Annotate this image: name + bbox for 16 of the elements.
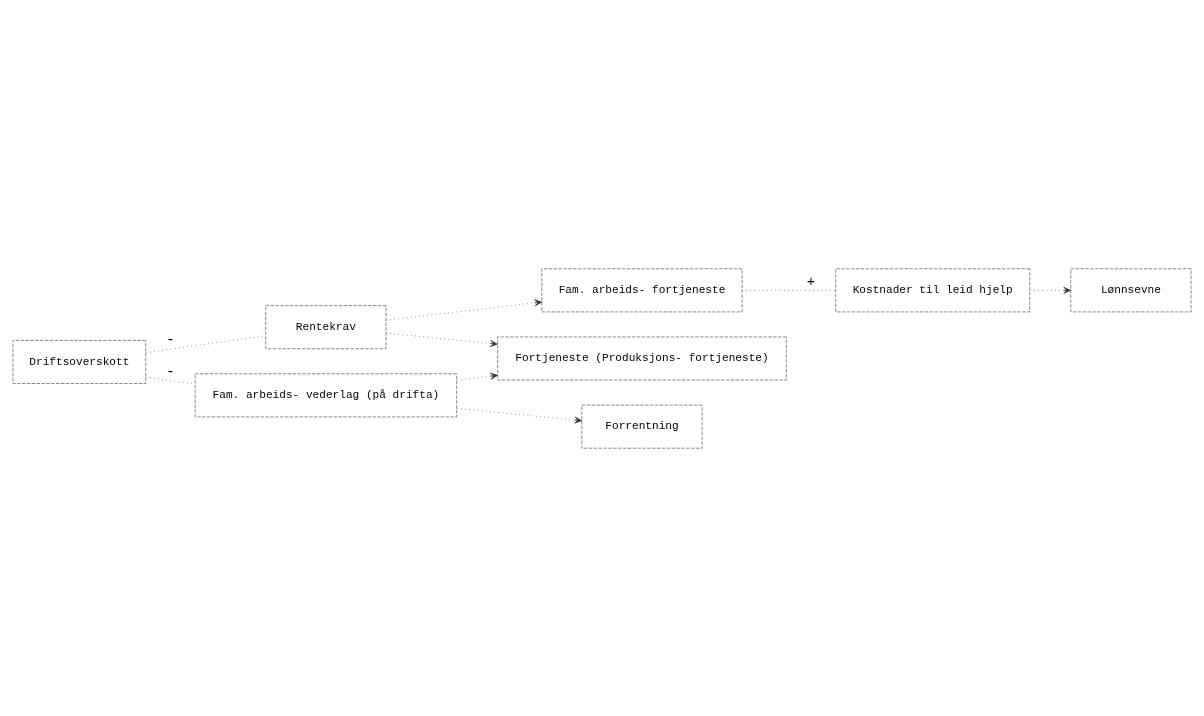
node-box: Driftsoverskott — [12, 339, 147, 384]
node-box: Rentekrav — [265, 304, 387, 349]
arrow — [1029, 286, 1071, 294]
node-box: Lønnsevne — [1070, 267, 1192, 312]
node-box: Forrentning — [581, 404, 703, 449]
arrow — [456, 407, 583, 423]
arrow — [385, 298, 543, 321]
edge-label: + — [806, 273, 816, 290]
node-box: Fam. arbeids- fortjeneste — [541, 267, 743, 312]
node-box: Kostnader til leid hjelp — [835, 267, 1031, 312]
arrow — [385, 332, 498, 347]
edge-label: - — [166, 363, 175, 380]
edge-label: - — [166, 331, 175, 348]
node-box: Fam. arbeids- vederlag (på drifta) — [194, 372, 457, 417]
arrow — [456, 372, 498, 380]
node-box: Fortjeneste (Produksjons- fortjeneste) — [497, 336, 787, 380]
